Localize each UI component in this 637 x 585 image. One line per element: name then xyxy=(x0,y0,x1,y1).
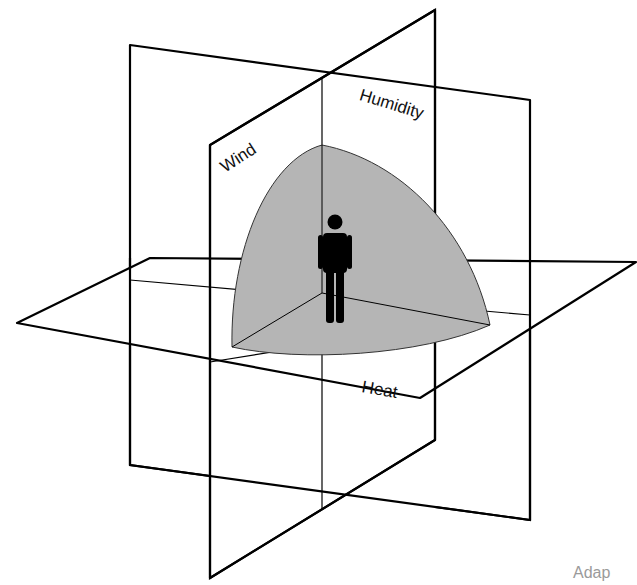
axis-label: Heat xyxy=(361,378,399,401)
person-icon xyxy=(318,215,352,324)
comfort-dome xyxy=(232,145,490,355)
intersection-line xyxy=(322,293,490,325)
axis-label: Humidity xyxy=(358,86,426,122)
intersection-line xyxy=(232,293,322,347)
source-note: Adap xyxy=(573,565,610,581)
plane-edge xyxy=(130,258,210,476)
axis-label: Wind xyxy=(217,140,259,175)
intersection-line xyxy=(322,145,323,293)
